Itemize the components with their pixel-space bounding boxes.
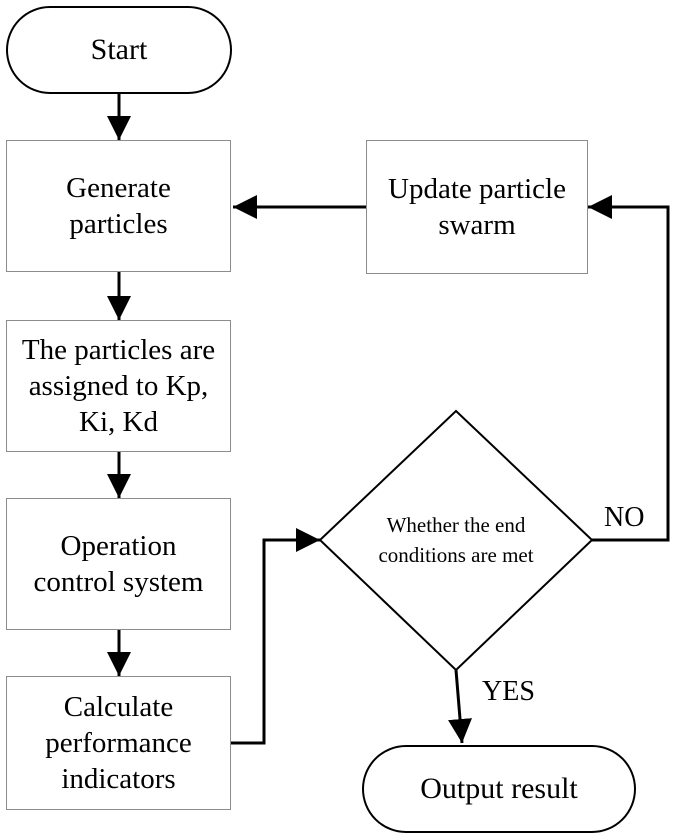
decision-text: Whether the end conditions are met (360, 500, 552, 580)
no-label: NO (604, 502, 645, 533)
decision-diamond (318, 409, 594, 672)
arrow-calculate-to-decision (230, 528, 320, 745)
output-label: Output result (420, 772, 578, 806)
decision-label: Whether the end conditions are met (378, 512, 534, 567)
arrow-decision-yes-to-output (448, 669, 472, 744)
assign-particles-label: The particles are assigned to Kp, Ki, Kd (21, 333, 216, 439)
output-terminal: Output result (362, 745, 636, 833)
calculate-indicators-box: Calculate performance indicators (6, 676, 231, 810)
operation-control-label: Operation control system (33, 529, 204, 598)
operation-control-box: Operation control system (6, 498, 231, 630)
generate-particles-box: Generate particles (6, 140, 231, 272)
arrow-decision-no-to-update (588, 195, 670, 542)
assign-particles-box: The particles are assigned to Kp, Ki, Kd (6, 320, 231, 452)
update-swarm-box: Update particle swarm (366, 140, 588, 274)
yes-label: YES (482, 676, 535, 707)
generate-particles-label: Generate particles (66, 171, 171, 240)
update-swarm-label: Update particle swarm (388, 172, 566, 241)
start-label: Start (90, 33, 148, 67)
calculate-indicators-label: Calculate performance indicators (45, 690, 192, 796)
start-terminal: Start (6, 6, 232, 94)
